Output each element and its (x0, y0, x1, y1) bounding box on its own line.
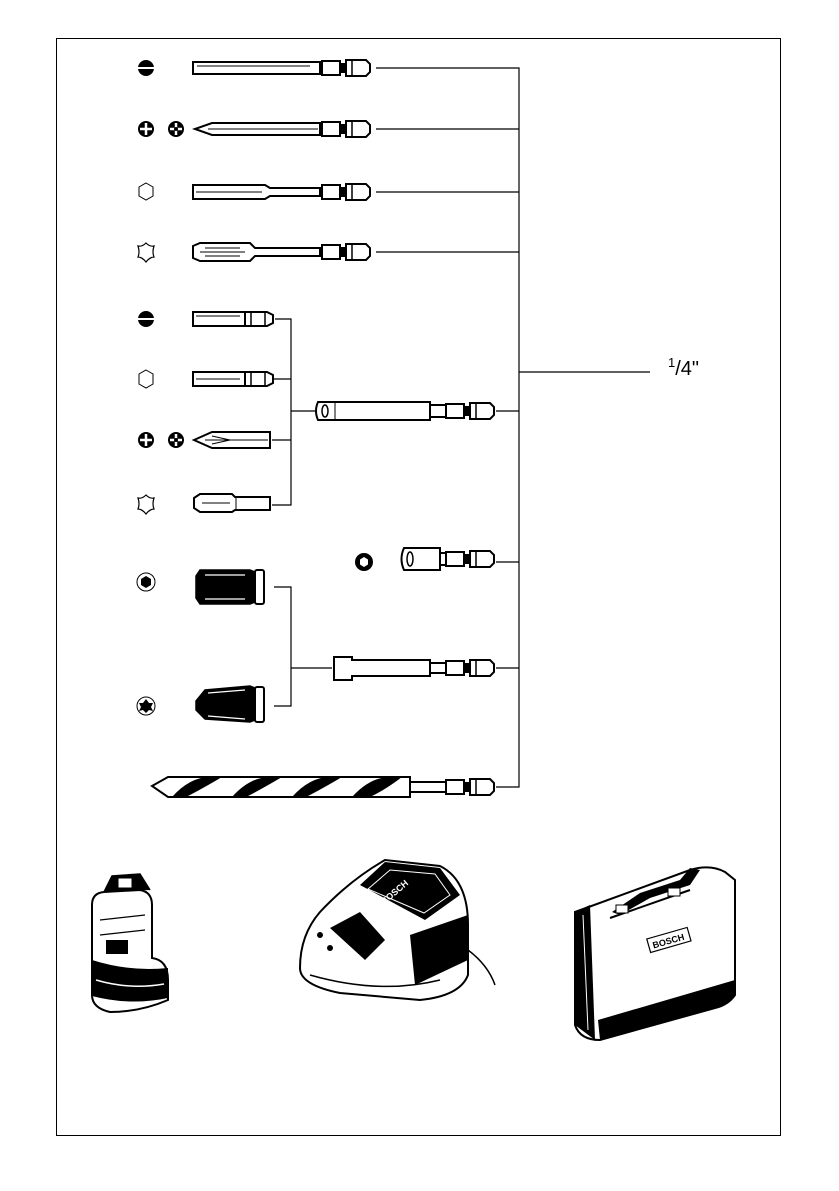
battery-pack (92, 874, 168, 1012)
phillips-cross-icon (138, 121, 154, 137)
torx-star-icon (137, 697, 155, 715)
nut-setter (402, 548, 495, 570)
charger: BOSCH (300, 860, 495, 1000)
short-phillips-bit (194, 432, 270, 448)
short-slotted-bit (193, 312, 273, 326)
quarter-inch-label: 1/4" (668, 356, 699, 379)
socket-lower (196, 686, 264, 722)
long-phillips-bit (195, 121, 370, 137)
hex-socket-icon (137, 573, 155, 591)
long-slotted-bit (193, 60, 370, 76)
socket-adapter (334, 657, 494, 680)
short-hex-bit (193, 372, 273, 386)
hex-socket-icon (139, 370, 153, 388)
torx-star-icon (138, 243, 154, 262)
slotted-screw-icon (138, 311, 154, 327)
socket-upper (196, 570, 264, 604)
drill-bit (152, 777, 494, 797)
quarter-inch-rest: /4" (675, 358, 699, 380)
short-torx-bit (194, 494, 270, 512)
long-hex-bit (193, 184, 370, 200)
short-bit-bracket (272, 319, 318, 505)
bit-holder (316, 402, 494, 420)
hex-nut-icon (355, 553, 373, 571)
carry-case: BOSCH (575, 867, 735, 1040)
long-torx-bit (193, 243, 370, 261)
phillips-cross-icon (168, 121, 184, 137)
slotted-screw-icon (138, 60, 154, 76)
hex-socket-icon (139, 183, 153, 200)
quarter-inch-bracket (376, 68, 650, 787)
phillips-cross-icon (138, 432, 154, 448)
phillips-cross-icon (168, 432, 184, 448)
socket-bracket (274, 587, 332, 706)
torx-star-icon (138, 495, 154, 514)
